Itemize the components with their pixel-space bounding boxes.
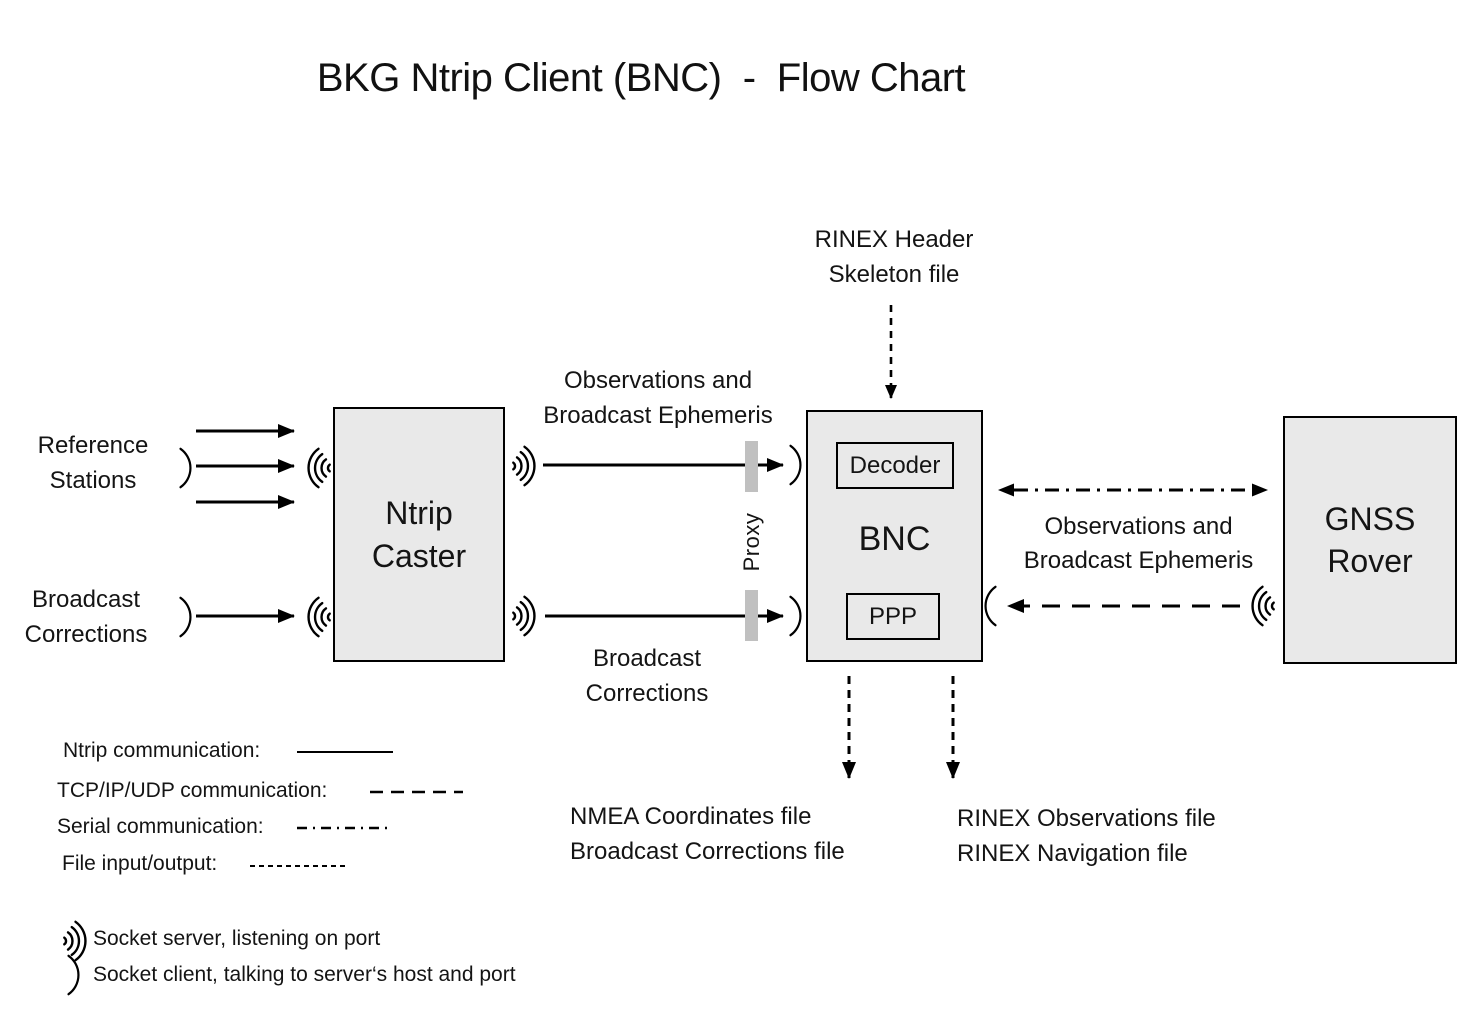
node-ntrip-caster-label: Ntrip Caster (371, 494, 467, 574)
label-rinex-navigation-file: RINEX Navigation file (957, 840, 1188, 867)
legend-tcp-label: TCP/IP/UDP communication: (57, 779, 328, 802)
legend-socket-client-label: Socket client, talking to server‘s host … (93, 963, 516, 986)
label-observations-ephemeris-right: Observations and Broadcast Ephemeris (1023, 513, 1254, 574)
legend-socket-server-label: Socket server, listening on port (93, 927, 381, 950)
ntrip-arrows-reference-stations (196, 424, 295, 509)
label-broadcast-corrections-mid: Broadcast Corrections (585, 645, 709, 707)
node-decoder: Decoder (836, 442, 954, 489)
label-reference-stations: Reference Stations (37, 432, 149, 494)
label-observations-ephemeris-top: Observations and Broadcast Ephemeris (543, 367, 773, 429)
label-proxy: Proxy (739, 512, 764, 572)
legend-file-label: File input/output: (62, 852, 218, 875)
label-nmea-coordinates-file: NMEA Coordinates file (570, 803, 812, 830)
label-broadcast-corrections-input: Broadcast Corrections (24, 586, 148, 648)
label-rinex-observations-file: RINEX Observations file (957, 805, 1216, 832)
node-ppp: PPP (846, 593, 940, 640)
node-gnss-rover: GNSS Rover (1283, 416, 1457, 664)
node-ntrip-caster: Ntrip Caster (333, 407, 505, 662)
node-ppp-label: PPP (868, 602, 918, 630)
node-bnc-label: BNC (858, 520, 931, 558)
label-nmea-output-files: NMEA Coordinates file Broadcast Correcti… (570, 799, 845, 869)
legend-ntrip-label: Ntrip communication: (63, 739, 261, 762)
node-gnss-rover-label: GNSS Rover (1324, 501, 1416, 579)
label-rinex-output-files: RINEX Observations file RINEX Navigation… (957, 801, 1216, 871)
label-rinex-header-skeleton: RINEX Header Skeleton file (814, 226, 974, 288)
page-title: BKG Ntrip Client (BNC) - Flow Chart (316, 56, 966, 100)
proxy-bars (745, 441, 758, 641)
node-decoder-label: Decoder (849, 451, 941, 479)
label-broadcast-corrections-file: Broadcast Corrections file (570, 838, 845, 865)
serial-arrow-bnc-rover (998, 483, 1268, 497)
legend-serial-label: Serial communication: (57, 815, 264, 838)
